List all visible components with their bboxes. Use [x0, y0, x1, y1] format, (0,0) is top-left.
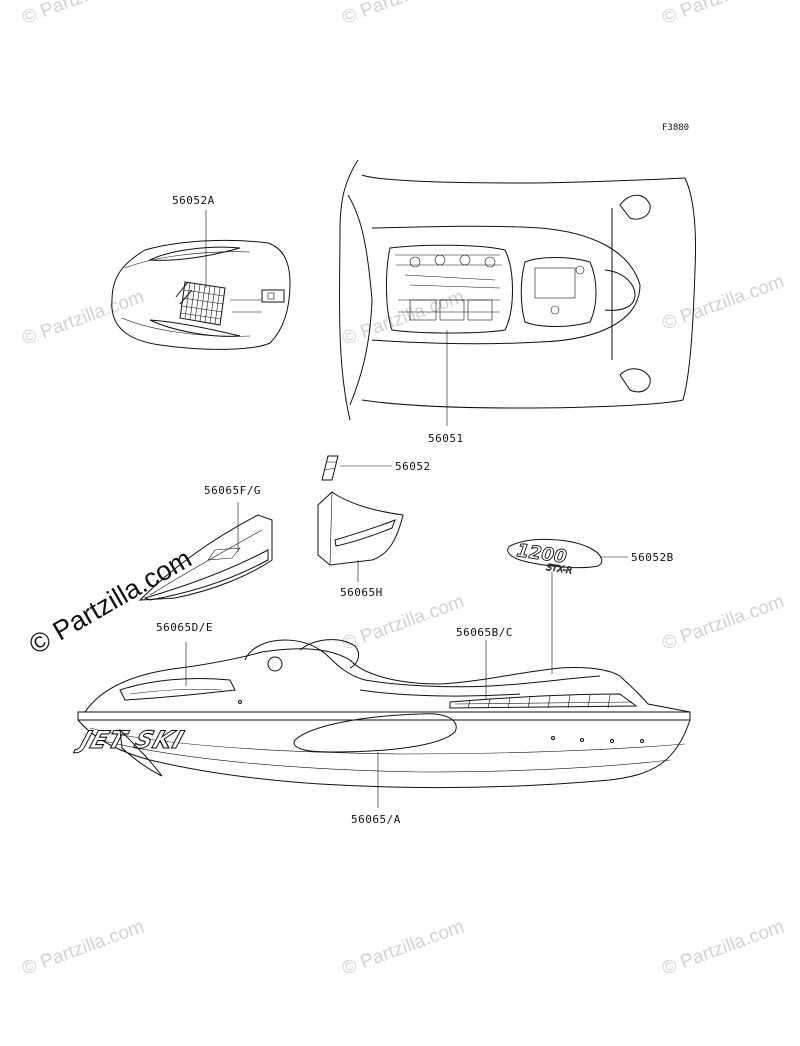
watermark: © Partzilla.com: [340, 916, 467, 980]
watercraft-side-view-drawing: JET SKI: [72, 639, 691, 808]
watermark: © Partzilla.com: [20, 916, 147, 980]
hood-drawing: [111, 210, 291, 350]
watermark: © Partzilla.com: [660, 916, 787, 980]
callout-56052: 56052: [395, 460, 431, 473]
model-badge-drawing: 1200 STX-R: [507, 539, 628, 674]
watermark: © Partzilla.com: [340, 286, 467, 350]
watermark: © Partzilla.com: [340, 591, 467, 655]
watermark-layer: © Partzilla.com © Partzilla.com © Partzi…: [20, 0, 787, 980]
small-emblem-drawing: [321, 455, 392, 481]
callout-56065H: 56065H: [340, 586, 383, 599]
callout-56052A: 56052A: [172, 194, 215, 207]
watermark: © Partzilla.com: [660, 271, 787, 335]
rear-stripe-panel-drawing: [317, 491, 404, 582]
callout-56052B: 56052B: [631, 551, 674, 564]
callout-56065/A: 56065/A: [351, 813, 401, 826]
diagram-code: F3880: [662, 123, 689, 133]
watermark: © Partzilla.com: [660, 591, 787, 655]
deck-top-view-drawing: [338, 159, 696, 426]
watermark: © Partzilla.com: [660, 0, 787, 29]
watermark: © Partzilla.com: [20, 286, 147, 350]
model-number-graphic: 1200: [515, 540, 568, 568]
watermark: © Partzilla.com: [20, 0, 147, 29]
callout-56065D/E: 56065D/E: [156, 621, 213, 634]
model-suffix-graphic: STX-R: [546, 563, 573, 577]
watermark-large: © Partzilla.com: [24, 543, 197, 660]
side-stripe-panel-drawing: [138, 502, 273, 601]
callout-56065B/C: 56065B/C: [456, 626, 513, 639]
callout-56065F/G: 56065F/G: [204, 484, 261, 497]
callout-56051: 56051: [428, 432, 464, 445]
watermark: © Partzilla.com: [340, 0, 467, 29]
